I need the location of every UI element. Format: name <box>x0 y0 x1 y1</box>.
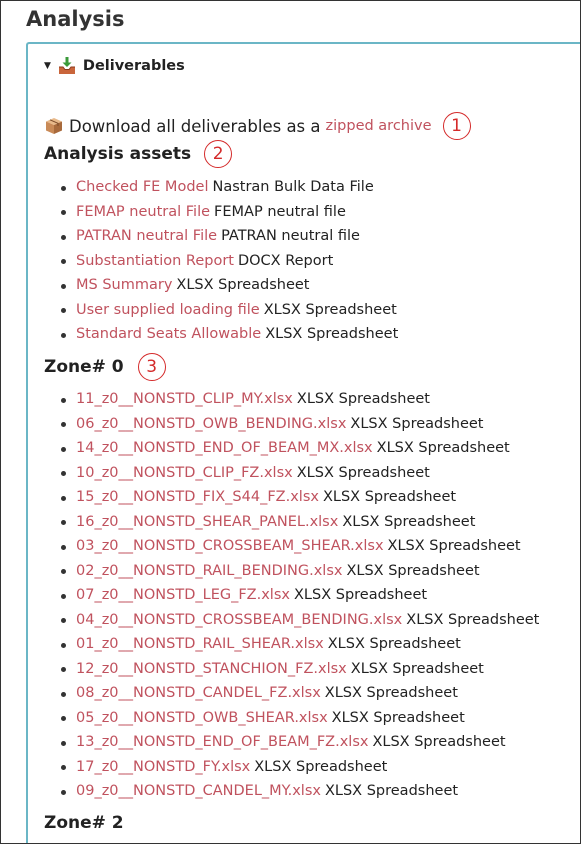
file-link[interactable]: 04_z0__NONSTD_CROSSBEAM_BENDING.xlsx <box>76 611 403 628</box>
page-title: Analysis <box>26 7 125 31</box>
asset-link[interactable]: PATRAN neutral File <box>76 228 218 244</box>
asset-desc: Nastran Bulk Data File <box>212 179 374 195</box>
file-desc: XLSX Spreadsheet <box>324 685 458 701</box>
file-desc: XLSX Spreadsheet <box>331 709 465 726</box>
asset-link[interactable]: MS Summary <box>76 277 173 293</box>
file-link[interactable]: 14_z0__NONSTD_END_OF_BEAM_MX.xlsx <box>76 440 373 456</box>
zone-0-heading: Zone# 0 3 <box>44 353 166 381</box>
asset-link[interactable]: FEMAP neutral File <box>76 203 211 220</box>
file-desc: XLSX Spreadsheet <box>327 636 461 652</box>
callout-badge-2: 2 <box>204 140 233 168</box>
file-desc: XLSX Spreadsheet <box>376 440 510 456</box>
zone-2-heading: Zone# 2 <box>44 813 124 833</box>
file-desc: XLSX Spreadsheet <box>296 464 430 481</box>
file-desc: XLSX Spreadsheet <box>372 734 506 750</box>
file-desc: XLSX Spreadsheet <box>350 415 484 432</box>
file-desc: XLSX Spreadsheet <box>293 587 428 603</box>
file-desc: XLSX Spreadsheet <box>322 489 457 505</box>
file-link[interactable]: 07_z0__NONSTD_LEG_FZ.xlsx <box>76 587 290 603</box>
analysis-assets-title: Analysis assets <box>44 144 192 164</box>
deliverables-panel: ▼ Deliverables Download a <box>26 42 580 843</box>
asset-desc: XLSX Spreadsheet <box>176 277 310 293</box>
callout-badge-3: 3 <box>137 353 166 381</box>
file-desc: XLSX Spreadsheet <box>387 538 521 554</box>
download-all-text: Download all deliverables as a <box>69 116 321 136</box>
file-desc: XLSX Spreadsheet <box>324 783 459 799</box>
download-tray-icon <box>57 56 77 76</box>
caret-down-icon: ▼ <box>44 61 51 71</box>
file-link[interactable]: 10_z0__NONSTD_CLIP_FZ.xlsx <box>76 464 293 481</box>
zipped-archive-link[interactable]: zipped archive <box>325 118 432 134</box>
analysis-assets-heading: Analysis assets 2 <box>44 140 233 168</box>
file-link[interactable]: 17_z0__NONSTD_FY.xlsx <box>76 758 251 775</box>
file-desc: XLSX Spreadsheet <box>296 391 430 407</box>
callout-badge-1: 1 <box>442 112 471 140</box>
package-icon <box>45 117 63 135</box>
file-link[interactable]: 08_z0__NONSTD_CANDEL_FZ.xlsx <box>76 685 321 701</box>
asset-link[interactable]: Checked FE Model <box>76 179 209 195</box>
asset-link[interactable]: Substantiation Report <box>76 252 234 269</box>
file-link[interactable]: 06_z0__NONSTD_OWB_BENDING.xlsx <box>76 415 347 432</box>
file-link[interactable]: 09_z0__NONSTD_CANDEL_MY.xlsx <box>76 783 321 799</box>
file-link[interactable]: 01_z0__NONSTD_RAIL_SHEAR.xlsx <box>76 636 324 652</box>
deliverables-summary-label: Deliverables <box>82 58 185 74</box>
asset-link[interactable]: User supplied loading file <box>76 301 260 318</box>
file-link[interactable]: 16_z0__NONSTD_SHEAR_PANEL.xlsx <box>76 513 339 530</box>
file-link[interactable]: 02_z0__NONSTD_RAIL_BENDING.xlsx <box>76 562 343 579</box>
asset-link[interactable]: Standard Seats Allowable <box>76 326 262 342</box>
asset-desc: FEMAP neutral file <box>214 203 346 220</box>
file-desc: XLSX Spreadsheet <box>346 562 480 579</box>
file-link[interactable]: 15_z0__NONSTD_FIX_S44_FZ.xlsx <box>76 489 319 505</box>
file-desc: XLSX Spreadsheet <box>406 611 540 628</box>
file-link[interactable]: 05_z0__NONSTD_OWB_SHEAR.xlsx <box>76 709 328 726</box>
asset-desc: PATRAN neutral file <box>221 228 360 244</box>
file-link[interactable]: 11_z0__NONSTD_CLIP_MY.xlsx <box>76 391 293 407</box>
file-link[interactable]: 03_z0__NONSTD_CROSSBEAM_SHEAR.xlsx <box>76 538 384 554</box>
zone-2-title: Zone# 2 <box>44 813 124 833</box>
asset-desc: XLSX Spreadsheet <box>265 326 399 342</box>
file-link[interactable]: 12_z0__NONSTD_STANCHION_FZ.xlsx <box>76 660 347 677</box>
download-all-line: Download all deliverables as a zipped ar… <box>45 112 471 140</box>
zone-0-title: Zone# 0 <box>44 357 124 377</box>
asset-desc: XLSX Spreadsheet <box>263 301 397 318</box>
file-link[interactable]: 13_z0__NONSTD_END_OF_BEAM_FZ.xlsx <box>76 734 369 750</box>
deliverables-toggle[interactable]: ▼ Deliverables <box>44 56 185 76</box>
file-desc: XLSX Spreadsheet <box>350 660 484 677</box>
asset-desc: DOCX Report <box>237 252 334 269</box>
file-desc: XLSX Spreadsheet <box>254 758 388 775</box>
file-desc: XLSX Spreadsheet <box>342 513 476 530</box>
